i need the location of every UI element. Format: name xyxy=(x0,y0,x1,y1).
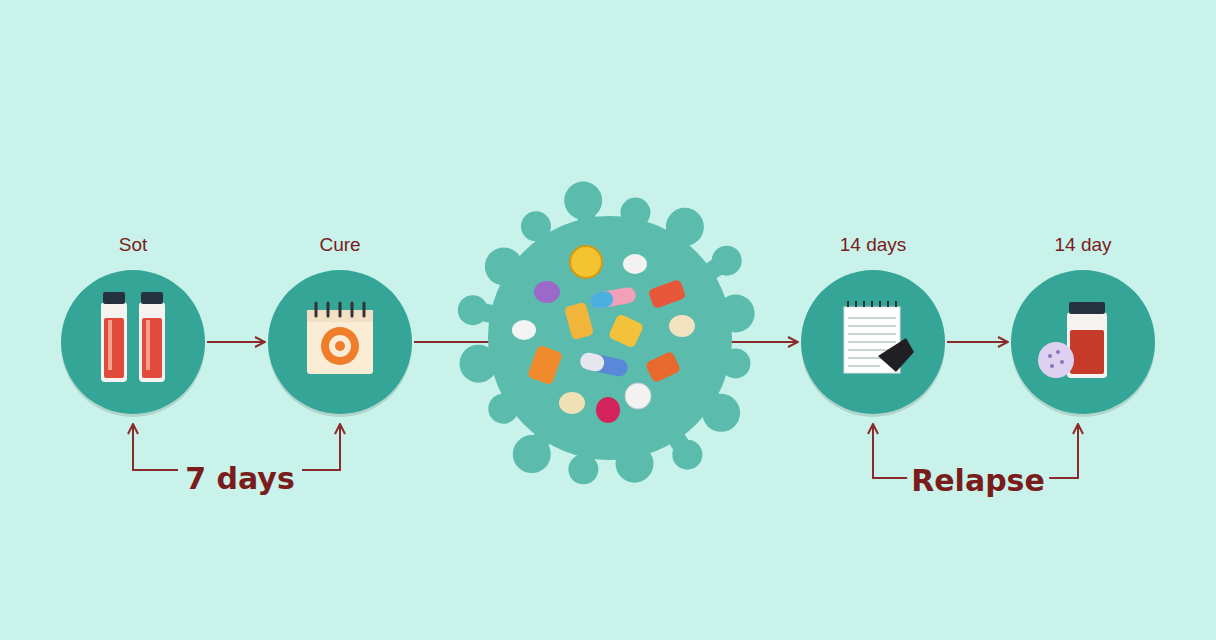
flow-arrow xyxy=(207,341,265,343)
bottles-icon xyxy=(101,292,165,382)
calendar-icon xyxy=(307,303,373,374)
step-circle: Cure xyxy=(268,270,412,414)
circle-shape xyxy=(61,270,205,414)
pills xyxy=(512,246,695,423)
duration-label: Relapse xyxy=(907,463,1049,498)
step-circle: 14 days xyxy=(801,270,945,414)
duration-bracket xyxy=(133,424,1078,478)
bottle-pill-icon xyxy=(1038,302,1107,378)
step-heading: Sot xyxy=(119,234,148,256)
circle-shape xyxy=(268,270,412,414)
circle-shape xyxy=(1011,270,1155,414)
step-heading: Cure xyxy=(319,234,360,256)
circle-shape xyxy=(801,270,945,414)
step-circle: Sot xyxy=(61,270,205,414)
pathogen-blob xyxy=(458,182,755,485)
flow-arrow xyxy=(414,341,798,343)
duration-label: 7 days xyxy=(181,461,299,496)
step-circle: 14 day xyxy=(1011,270,1155,414)
step-heading: 14 days xyxy=(840,234,907,256)
notepad-icon xyxy=(844,301,914,373)
flow-arrow xyxy=(947,341,1008,343)
step-heading: 14 day xyxy=(1054,234,1111,256)
